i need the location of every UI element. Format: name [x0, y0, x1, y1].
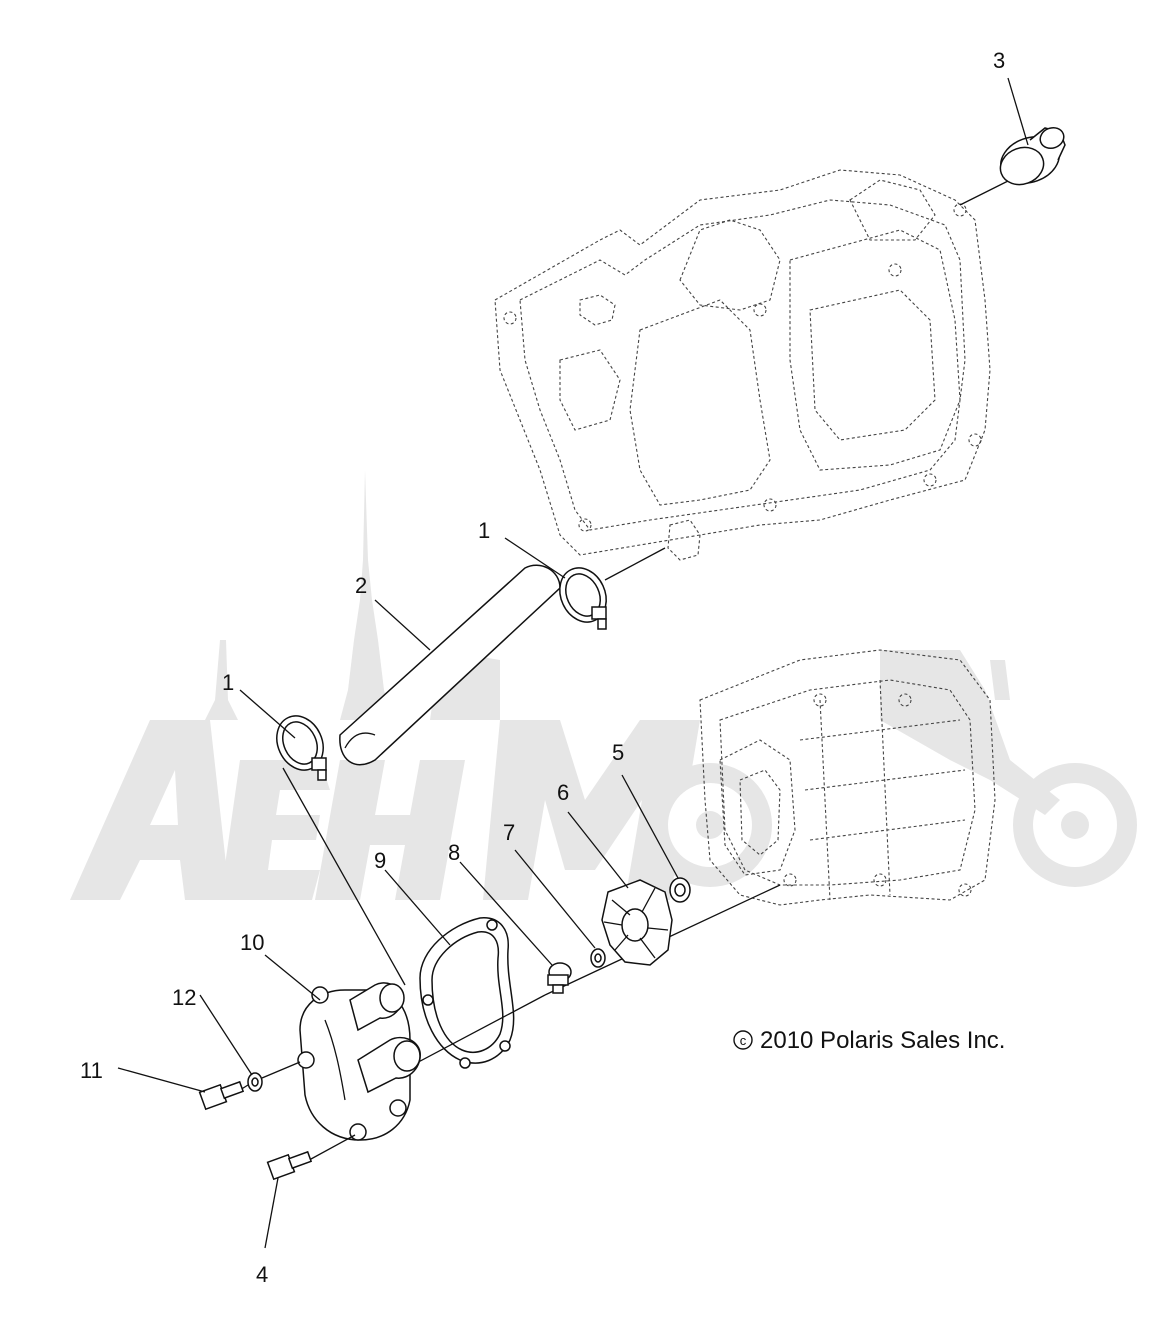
copyright-symbol: c — [740, 1033, 747, 1048]
callout-1-upper: 1 — [478, 518, 490, 543]
part-9-pump-gasket — [419, 917, 515, 1069]
callout-6: 6 — [557, 780, 569, 805]
callout-7: 7 — [503, 820, 515, 845]
callout-leaders — [117, 77, 1029, 1249]
callout-9: 9 — [374, 848, 386, 873]
part-8-drain-plug — [547, 962, 572, 994]
callout-11: 11 — [80, 1058, 103, 1083]
callout-3: 3 — [993, 48, 1005, 73]
engine-phantom-outline — [494, 169, 996, 906]
copyright-text: 2010 Polaris Sales Inc. — [760, 1027, 1005, 1054]
callout-12: 12 — [172, 985, 196, 1010]
callout-5: 5 — [612, 740, 624, 765]
copyright-notice: c 2010 Polaris Sales Inc. — [733, 1027, 1005, 1054]
part-7-washer — [590, 948, 606, 968]
callout-labels: 3 1 2 1 5 6 7 8 9 10 12 11 4 — [80, 48, 1005, 1287]
watermark-logo — [70, 470, 1137, 900]
part-5-seal — [669, 877, 691, 903]
part-6-impeller — [601, 879, 673, 966]
part-10-pump-cover — [297, 982, 421, 1141]
copyright-circle-icon — [733, 1030, 753, 1050]
callout-1-lower: 1 — [222, 670, 234, 695]
callout-4: 4 — [256, 1262, 268, 1287]
part-12-washer — [247, 1061, 301, 1092]
part-4-bolt — [266, 1134, 356, 1181]
part-3-thermostat-plug — [959, 126, 1066, 206]
part-2-coolant-hose — [339, 564, 561, 766]
part-1-lower-hose-clamp — [276, 715, 327, 781]
callout-2: 2 — [355, 573, 367, 598]
part-11-bolt — [198, 1080, 249, 1111]
callout-10: 10 — [240, 930, 264, 955]
part-1-upper-hose-clamp — [559, 547, 666, 630]
callout-8: 8 — [448, 840, 460, 865]
